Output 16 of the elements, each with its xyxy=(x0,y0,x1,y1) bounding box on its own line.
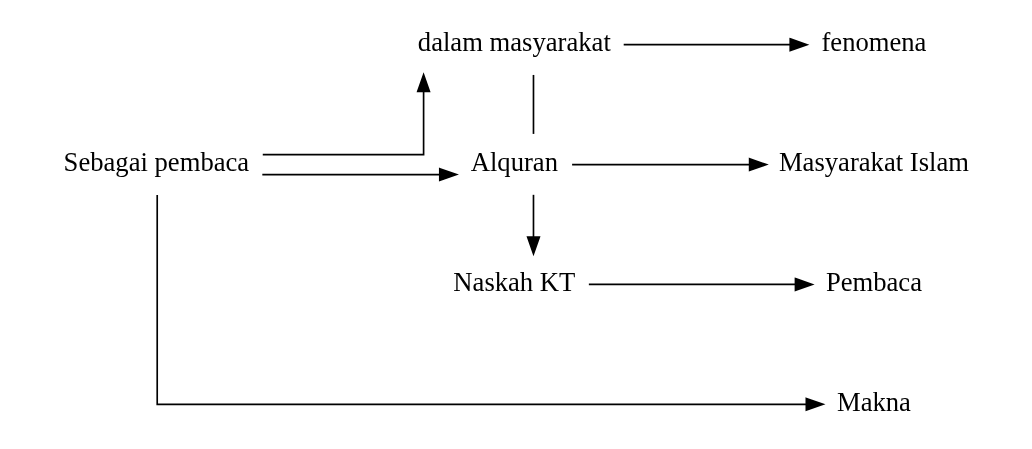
node-text: Masyarakat Islam xyxy=(778,146,969,177)
arrow xyxy=(156,194,826,412)
arrow xyxy=(622,37,810,52)
node-text: Sebagai pembaca xyxy=(63,146,250,177)
arrow xyxy=(571,157,769,172)
arrow xyxy=(261,72,431,156)
arrow xyxy=(526,194,541,257)
connector xyxy=(532,74,535,135)
node-text: Naskah KT xyxy=(453,266,576,297)
node-text: Makna xyxy=(836,386,911,417)
arrow xyxy=(261,167,459,182)
node-text: Alquran xyxy=(470,146,558,177)
node-text: dalam masyarakat xyxy=(417,27,611,58)
node-text: fenomena xyxy=(821,27,927,58)
node-text: Pembaca xyxy=(825,266,923,297)
arrow xyxy=(588,277,815,292)
